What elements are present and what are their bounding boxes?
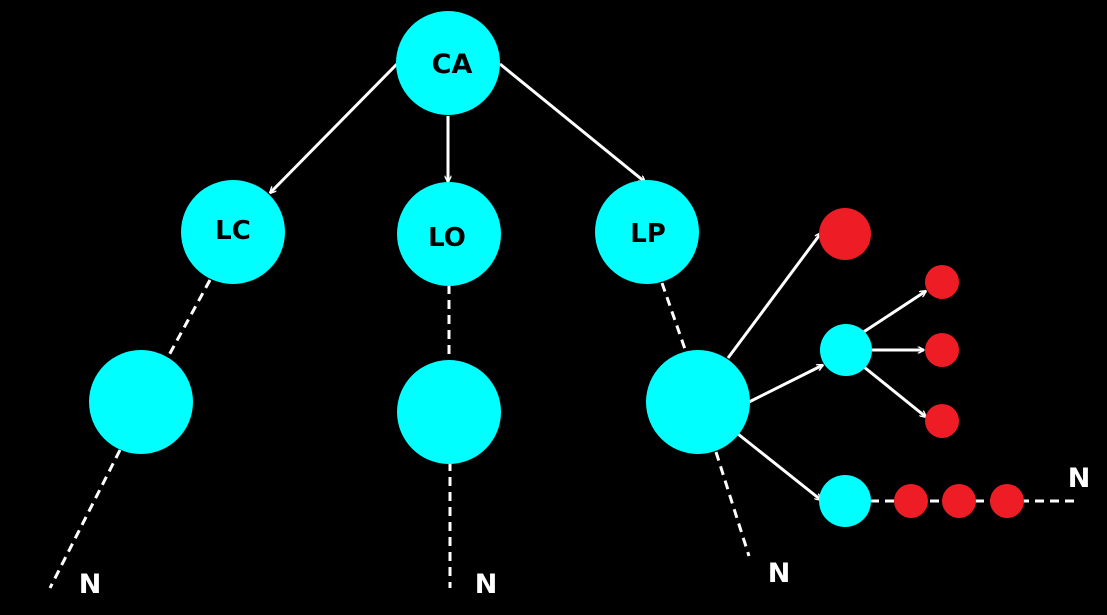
label-lo: LO xyxy=(428,223,466,253)
dashed-lc-child xyxy=(166,279,212,358)
tree-nodes xyxy=(89,11,872,527)
end-label-right: N xyxy=(768,558,791,589)
edge-ca-lc xyxy=(270,62,399,193)
node-lo xyxy=(397,182,501,286)
leaf-branch-3 xyxy=(925,404,959,438)
node-chain-start xyxy=(819,475,871,527)
leaf-chain-3 xyxy=(990,484,1024,518)
end-label-middle: N xyxy=(475,569,498,600)
dashed-lp-child xyxy=(660,282,688,353)
arrow-edges xyxy=(270,62,926,500)
node-lp xyxy=(595,180,699,284)
leaf-top xyxy=(819,208,871,260)
node-lp-hub xyxy=(646,350,750,454)
label-ca: CA xyxy=(432,49,473,80)
label-lp: LP xyxy=(630,219,666,249)
leaf-branch-1 xyxy=(925,265,959,299)
leaf-branch-2 xyxy=(925,333,959,367)
node-lo-child xyxy=(397,360,501,464)
edge-hub-chain xyxy=(737,432,821,500)
dashed-lc-end xyxy=(48,449,122,589)
edge-ca-lp xyxy=(499,62,645,182)
red-leaves xyxy=(819,208,1024,518)
edge-hub-leaf-top xyxy=(726,233,821,359)
end-label-left: N xyxy=(79,569,102,600)
node-ca xyxy=(396,11,500,115)
edge-branch-leaf-1 xyxy=(861,289,926,335)
edge-hub-branch xyxy=(748,363,823,404)
node-lc-child xyxy=(89,350,193,454)
node-branch xyxy=(820,324,872,376)
label-lc: LC xyxy=(215,216,251,246)
leaf-chain-1 xyxy=(894,484,928,518)
dashed-edges xyxy=(48,279,1078,589)
leaf-chain-2 xyxy=(942,484,976,518)
dashed-hub-end xyxy=(714,451,751,557)
edge-branch-leaf-3 xyxy=(863,365,926,417)
end-label-chain: N xyxy=(1068,463,1091,494)
node-lc xyxy=(181,180,285,284)
